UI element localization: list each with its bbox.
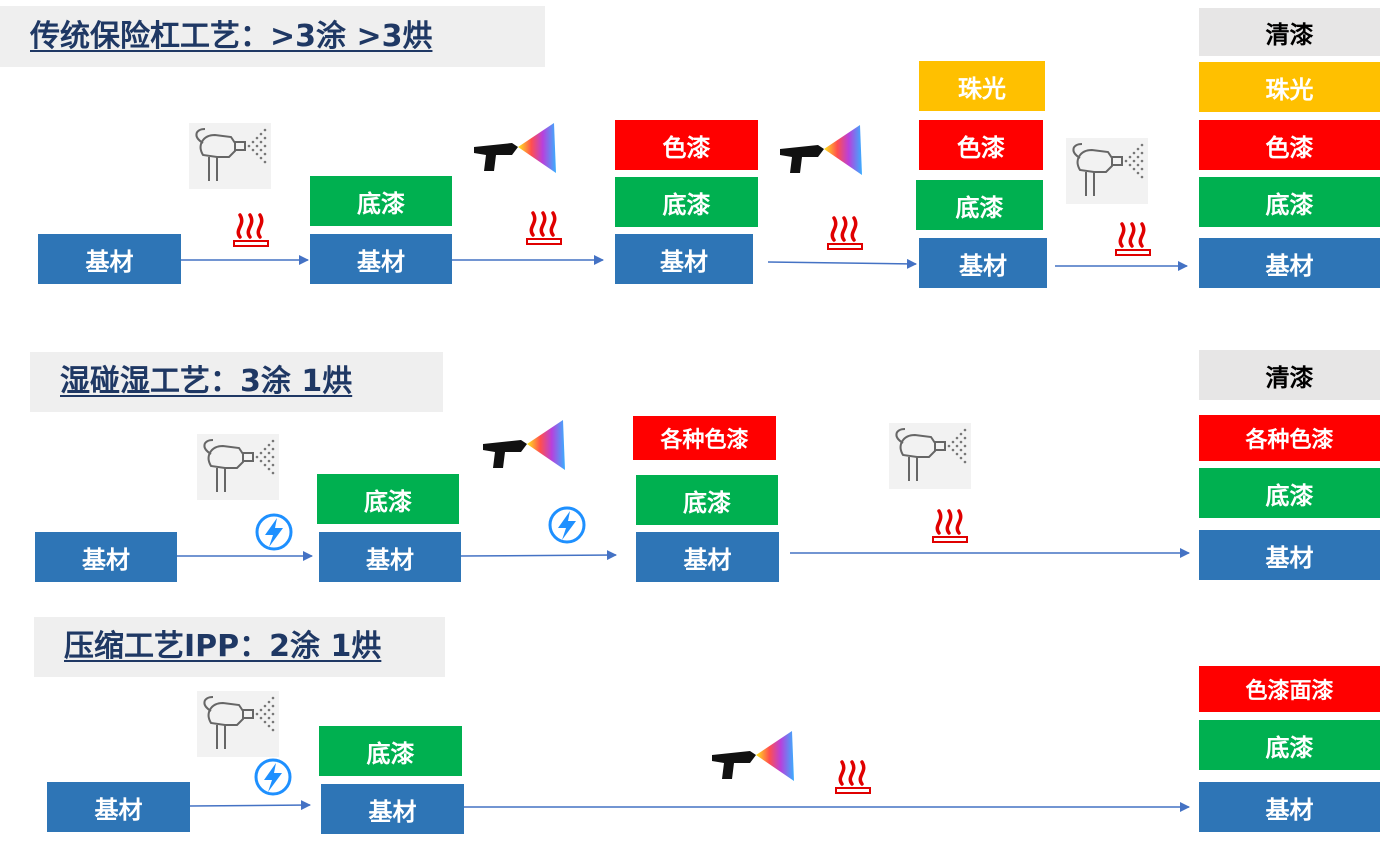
row2-title-text: 湿碰湿工艺：3涂 1烘: [60, 364, 353, 399]
r1-primer-5: 底漆: [1199, 177, 1380, 227]
r1-primer-4: 底漆: [916, 180, 1043, 230]
r1-primer-2: 底漆: [310, 176, 452, 226]
r2-primer-2: 底漆: [317, 474, 459, 524]
heat-icon: [826, 216, 864, 251]
r3-arrow-1: [189, 800, 311, 811]
r3-primer-2: 底漆: [319, 726, 462, 776]
spray-nozzle-icon: [888, 422, 972, 490]
r1-substrate-5: 基材: [1199, 238, 1380, 288]
flash-icon: [255, 513, 293, 551]
heat-icon: [931, 509, 969, 544]
r1-substrate-1: 基材: [38, 234, 181, 284]
r2-substrate-2: 基材: [319, 532, 461, 582]
r2-substrate-3: 基材: [636, 532, 779, 582]
r3-color-3: 色漆面漆: [1199, 666, 1380, 712]
r1-color-3: 色漆: [615, 120, 758, 170]
r1-color-4: 色漆: [919, 120, 1043, 170]
r1-substrate-4: 基材: [919, 238, 1047, 288]
r2-color-4: 各种色漆: [1199, 415, 1380, 461]
r1-clear-5: 清漆: [1199, 8, 1380, 56]
row3-title: 压缩工艺IPP：2涂 1烘: [34, 617, 445, 677]
spray-nozzle-icon: [196, 690, 280, 758]
spray-nozzle-icon: [196, 433, 280, 501]
r1-substrate-2: 基材: [310, 234, 452, 284]
r2-clear-4: 清漆: [1199, 350, 1380, 400]
r2-substrate-1: 基材: [35, 532, 177, 582]
heat-icon: [1114, 222, 1152, 257]
row3-title-text: 压缩工艺IPP：2涂 1烘: [64, 629, 382, 664]
r2-primer-4: 底漆: [1199, 468, 1380, 518]
spray-gun-icon: [474, 123, 556, 173]
r3-primer-3: 底漆: [1199, 720, 1380, 770]
spray-gun-icon: [712, 731, 794, 781]
heat-icon: [834, 760, 872, 795]
r1-substrate-3: 基材: [615, 234, 753, 284]
spray-nozzle-icon: [1065, 137, 1149, 205]
row1-title-text: 传统保险杠工艺：>3涂 >3烘: [30, 18, 433, 54]
heat-icon: [232, 213, 270, 248]
heat-icon: [525, 211, 563, 246]
row2-title: 湿碰湿工艺：3涂 1烘: [30, 352, 443, 412]
spray-gun-icon: [780, 125, 862, 175]
r1-color-5: 色漆: [1199, 120, 1380, 170]
flash-icon: [548, 506, 586, 544]
spray-gun-icon: [483, 420, 565, 470]
r3-substrate-2: 基材: [321, 784, 464, 834]
r2-primer-3: 底漆: [636, 475, 778, 525]
row1-title: 传统保险杠工艺：>3涂 >3烘: [0, 6, 545, 67]
flash-icon: [254, 758, 292, 796]
r1-pearl-4: 珠光: [919, 61, 1045, 111]
r1-arrow-3: [767, 258, 917, 269]
r3-substrate-1: 基材: [47, 782, 190, 832]
r1-pearl-5: 珠光: [1199, 62, 1380, 112]
r1-primer-3: 底漆: [615, 177, 758, 227]
r3-substrate-3: 基材: [1199, 782, 1380, 832]
r2-color-3: 各种色漆: [633, 416, 776, 460]
r2-arrow-2: [460, 550, 617, 561]
r2-substrate-4: 基材: [1199, 530, 1380, 580]
spray-nozzle-icon: [188, 122, 272, 190]
